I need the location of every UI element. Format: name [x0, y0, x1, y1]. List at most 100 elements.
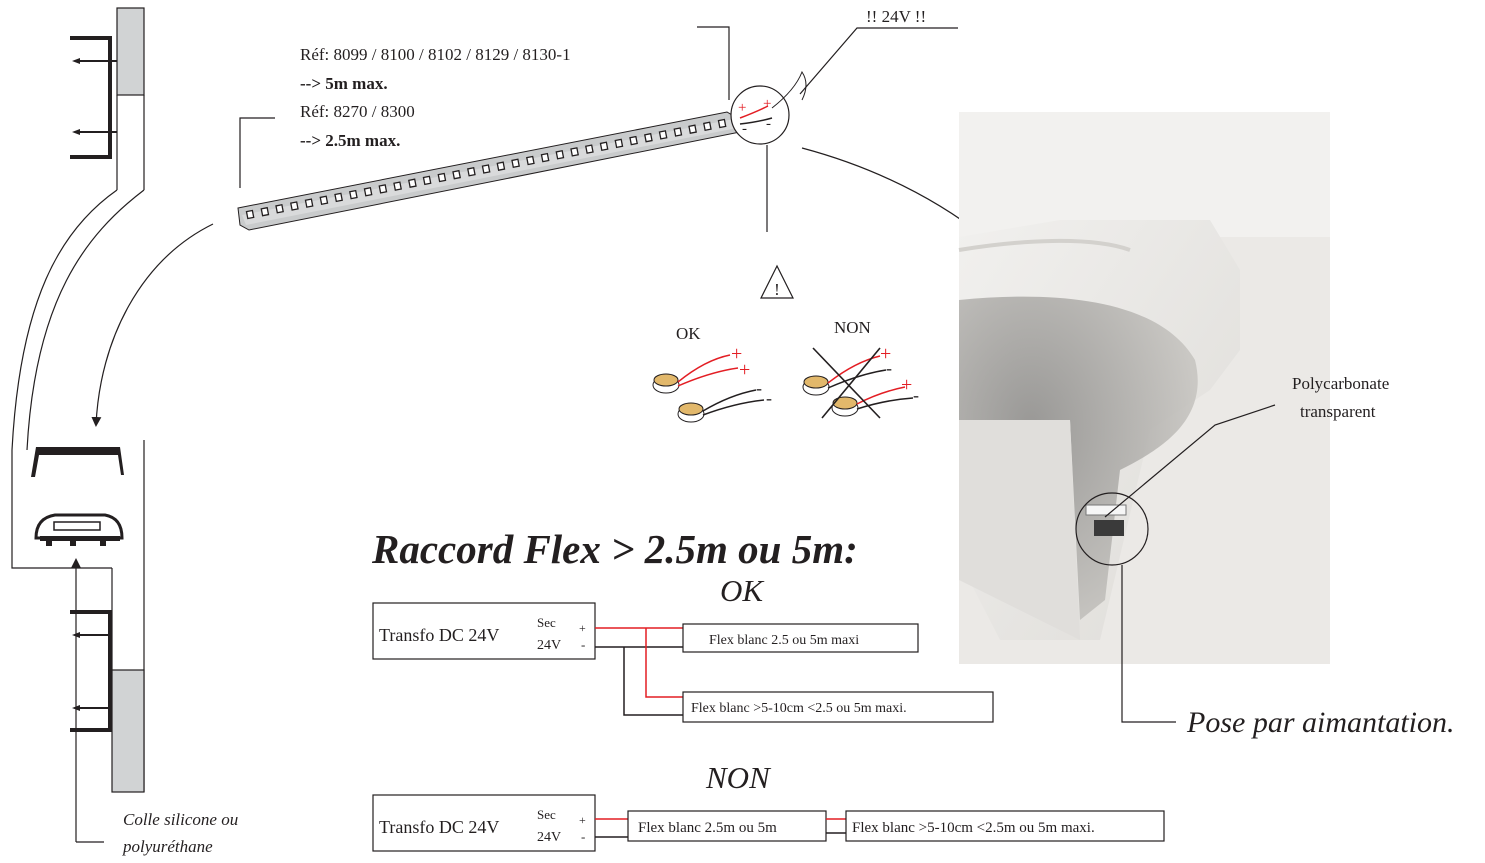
wiring-ok-label: OK	[720, 573, 765, 608]
arrow-strip-to-profile	[91, 223, 214, 427]
strip-max-2: --> 2.5m max.	[300, 131, 400, 150]
ok-flex1-label: Flex blanc 2.5 ou 5m maxi	[709, 633, 859, 648]
led-chip	[408, 178, 417, 188]
led-chip	[422, 175, 432, 186]
led-chip	[378, 184, 388, 194]
led-chip	[260, 206, 270, 217]
led-chip	[275, 204, 284, 214]
wiring-ok-diagram: Transfo DC 24V Sec 24V + - Flex blanc 2.…	[372, 602, 994, 723]
non-plus-2: +	[901, 374, 912, 396]
led-chip	[290, 201, 299, 211]
ok-sec-label: Sec	[537, 615, 556, 630]
wiring-non-label: NON	[705, 760, 772, 795]
led-chip	[334, 192, 343, 203]
led-chip	[658, 130, 668, 140]
ok-24v-label: 24V	[537, 638, 561, 653]
polycarbonate-label-line1: Polycarbonate	[1292, 374, 1389, 393]
led-chip	[245, 209, 255, 220]
zoom-minus-1: -	[742, 121, 747, 137]
ok-plus-1: +	[731, 343, 742, 365]
polarity-ok-label: OK	[676, 324, 701, 343]
led-chip	[717, 118, 727, 129]
led-chip	[319, 195, 329, 206]
non-sec-label: Sec	[537, 807, 556, 822]
non-24v-label: 24V	[537, 830, 561, 845]
led-chip	[585, 144, 594, 154]
profile-cross-section: Colle silicone ou polyuréthane	[11, 7, 238, 856]
ok-flex2-box	[682, 691, 994, 723]
led-chip	[481, 164, 491, 174]
ok-plus: +	[579, 621, 586, 635]
led-chip	[496, 161, 506, 171]
non-minus-1: -	[886, 358, 892, 378]
strip-ref-2: Réf: 8270 / 8300	[300, 102, 415, 121]
led-chip	[437, 172, 447, 183]
non-minus: -	[581, 829, 585, 844]
glue-label-line1: Colle silicone ou	[123, 810, 238, 829]
led-chip	[304, 198, 314, 208]
non-flex1-box	[627, 810, 827, 842]
led-chip	[526, 155, 535, 166]
non-flex2-label: Flex blanc >5-10cm <2.5m ou 5m maxi.	[852, 820, 1095, 836]
non-flex1-label: Flex blanc 2.5m ou 5m	[638, 820, 777, 836]
pose-leader	[1121, 565, 1176, 723]
ok-transfo-label: Transfo DC 24V	[379, 625, 499, 645]
cross-line-2	[821, 347, 881, 419]
installation-photo	[958, 112, 1330, 664]
led-chips	[245, 118, 727, 220]
voltage-leader	[799, 27, 958, 95]
cross-line-1	[812, 347, 881, 419]
led-chip	[599, 141, 609, 152]
led-chip	[363, 187, 373, 197]
ok-minus: -	[581, 637, 585, 652]
pose-label: Pose par aimantation.	[1186, 706, 1455, 739]
ok-flex2-label: Flex blanc >5-10cm <2.5 ou 5m maxi.	[691, 701, 907, 716]
ref-leader-left	[239, 117, 275, 188]
wall-block-bottom	[111, 669, 145, 793]
strip-max-1: --> 5m max.	[300, 74, 388, 93]
profile-outline-outer	[11, 189, 118, 569]
led-chip	[467, 167, 476, 177]
ok-flex1-box	[682, 623, 919, 653]
led-chip	[629, 135, 638, 146]
ok-plus-2: +	[739, 359, 750, 381]
zoom-minus-2: -	[766, 116, 771, 132]
led-chip	[452, 169, 461, 180]
non-transfo-box	[372, 794, 596, 852]
wall-block-top	[116, 7, 145, 96]
non-plus-1: +	[880, 343, 891, 365]
polarity-non-illustration: + - + -	[802, 343, 919, 419]
led-chip	[540, 152, 550, 163]
non-minus-2: -	[913, 385, 919, 405]
connector-zoom: + + - -	[730, 70, 807, 145]
polycarbonate-leader	[1104, 404, 1276, 518]
bracket-top	[70, 36, 112, 159]
strip-ref-1: Réf: 8099 / 8100 / 8102 / 8129 / 8130-1	[300, 45, 571, 64]
polarity-ok-illustration: + + - -	[652, 343, 772, 423]
led-chip	[555, 150, 565, 160]
ok-transfo-box	[372, 602, 596, 660]
polycarbonate-label-line2: transparent	[1300, 402, 1376, 421]
led-chip	[688, 124, 697, 134]
zoom-plus-2: +	[763, 96, 771, 112]
led-strip	[237, 111, 744, 231]
non-transfo-label: Transfo DC 24V	[379, 817, 499, 837]
led-chip	[511, 158, 520, 169]
profile-outline-inner	[26, 189, 145, 451]
ok-minus-1: -	[756, 378, 762, 398]
warning-triangle-icon: !	[760, 264, 794, 299]
zoom-plus-1: +	[738, 100, 746, 116]
led-chip	[614, 138, 624, 149]
magnet-zoom-circle	[1075, 492, 1149, 566]
led-chip	[673, 127, 683, 137]
led-chip	[703, 121, 712, 132]
wiring-title: Raccord Flex > 2.5m ou 5m:	[371, 526, 858, 572]
non-plus: +	[579, 813, 586, 827]
bracket-bottom	[70, 610, 112, 732]
ok-minus-2: -	[766, 388, 772, 408]
voltage-warning: !! 24V !!	[866, 7, 926, 26]
wiring-non-diagram: Transfo DC 24V Sec 24V + - Flex blanc 2.…	[372, 794, 1165, 852]
polarity-non-label: NON	[834, 318, 871, 337]
non-flex2-box	[845, 810, 1165, 842]
